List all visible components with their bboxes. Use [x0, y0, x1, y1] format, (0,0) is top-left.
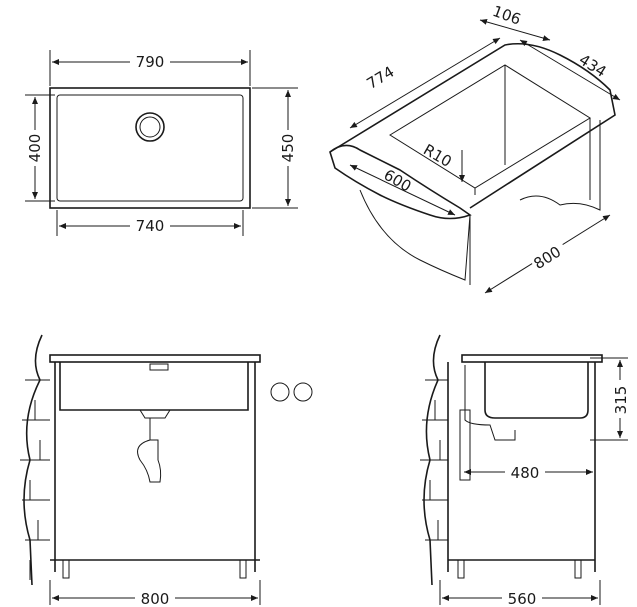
iso-view: 774 106 434 R10 600 800 — [329, 2, 621, 294]
dim-600: 600 — [381, 166, 415, 196]
dim-800-front: 800 — [141, 590, 170, 607]
dim-740: 740 — [136, 217, 165, 235]
dim-315: 315 — [612, 386, 630, 415]
dim-790: 790 — [136, 53, 165, 71]
dim-480: 480 — [511, 464, 540, 482]
dim-400: 400 — [26, 134, 44, 163]
side-view: 315 480 560 — [420, 334, 630, 607]
drain-icon — [135, 112, 165, 142]
front-view: 800 — [20, 334, 313, 607]
dim-450: 450 — [279, 134, 297, 163]
dim-560: 560 — [508, 590, 537, 607]
plan-view: 790 740 400 450 — [25, 50, 298, 236]
dim-r10: R10 — [420, 140, 455, 170]
